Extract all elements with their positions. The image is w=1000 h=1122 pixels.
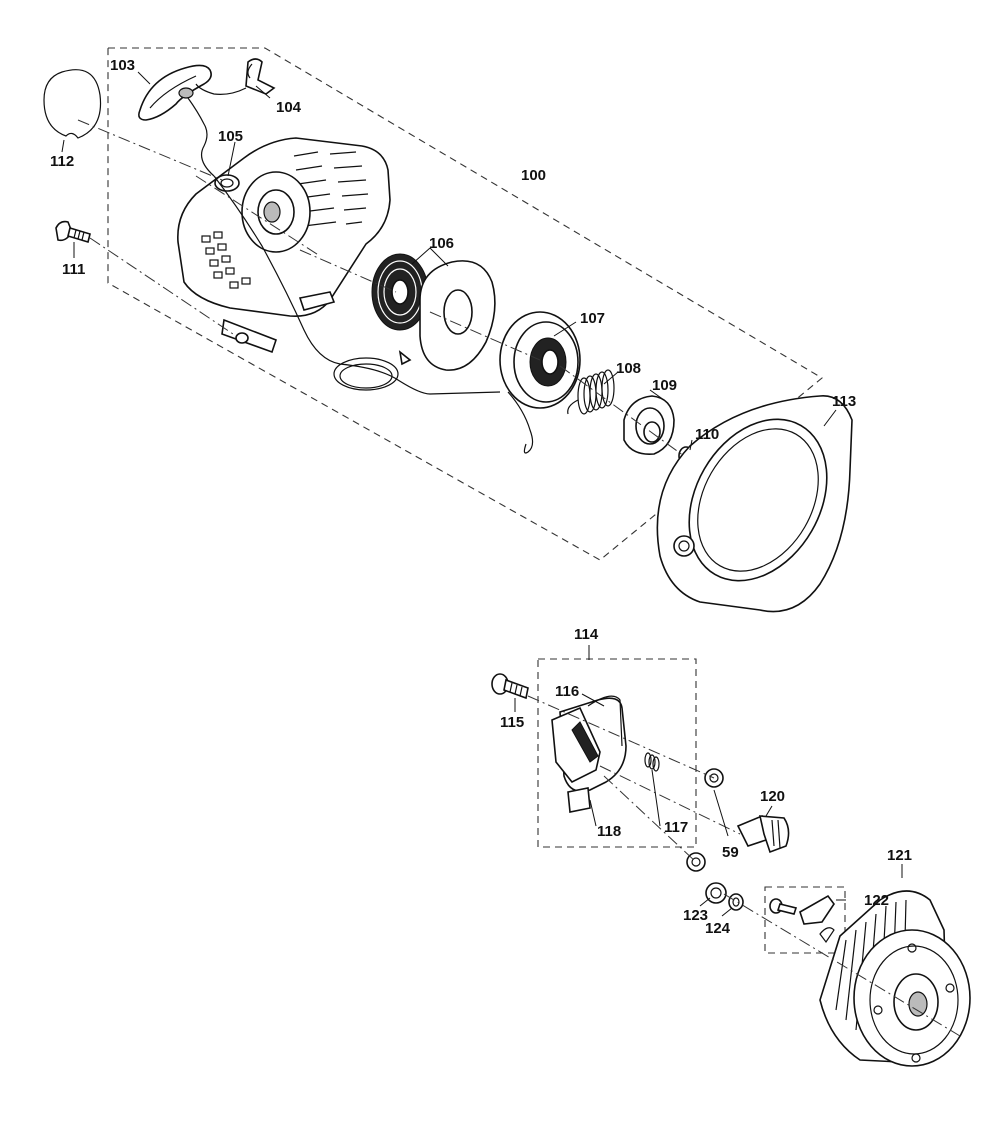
callout-122: 122 (864, 892, 890, 909)
callout-113: 113 (832, 393, 857, 410)
starter-housing (177, 137, 391, 354)
callout-111: 111 (62, 261, 86, 278)
callout-115: 115 (500, 714, 525, 731)
callout-104: 104 (276, 99, 302, 116)
part-124-washer (728, 893, 744, 911)
part-109-pawl-carrier (623, 395, 675, 456)
callout-106: 106 (429, 235, 455, 252)
part-113-fan-cover (656, 395, 853, 613)
callout-123: 123 (683, 907, 709, 924)
callout-124: 124 (705, 920, 731, 937)
part-115-screw (491, 673, 529, 700)
callout-118: 118 (597, 823, 622, 840)
part-104-rope-clip (195, 58, 276, 95)
part-111-screw (55, 220, 91, 244)
callout-59: 59 (722, 844, 739, 861)
part-123-washer (705, 882, 727, 904)
assembly-114-boundary (537, 658, 697, 848)
assembly-100-boundary (107, 47, 823, 561)
callout-108: 108 (616, 360, 642, 377)
callout-103: 103 (110, 57, 136, 74)
part-116-ignition-module (551, 695, 627, 813)
part-106-spring-cover (419, 260, 496, 371)
callout-121: 121 (887, 847, 913, 864)
callout-110: 110 (695, 426, 720, 443)
part-108-pawl-spring (567, 369, 615, 415)
part-120-spark-plug (736, 814, 790, 854)
callout-107: 107 (580, 310, 606, 327)
starter-rope (213, 175, 534, 454)
callout-114: 114 (574, 626, 599, 643)
part-106-recoil-spring (371, 253, 429, 366)
callout-105: 105 (218, 128, 244, 145)
callout-120: 120 (760, 788, 786, 805)
part-122-pawl-set (769, 894, 835, 944)
part-103-starter-handle (138, 64, 215, 177)
assembly-122-boundary (764, 886, 846, 954)
callout-100: 100 (521, 167, 547, 184)
assembly-axis-lines (77, 119, 961, 1037)
callout-112: 112 (50, 153, 75, 170)
callout-116: 116 (555, 683, 580, 700)
part-112-decal (43, 69, 102, 139)
part-117-spring (644, 752, 660, 772)
callout-109: 109 (652, 377, 678, 394)
callout-117: 117 (664, 819, 689, 836)
leader-lines (61, 71, 903, 917)
part-121-flywheel (819, 890, 971, 1067)
